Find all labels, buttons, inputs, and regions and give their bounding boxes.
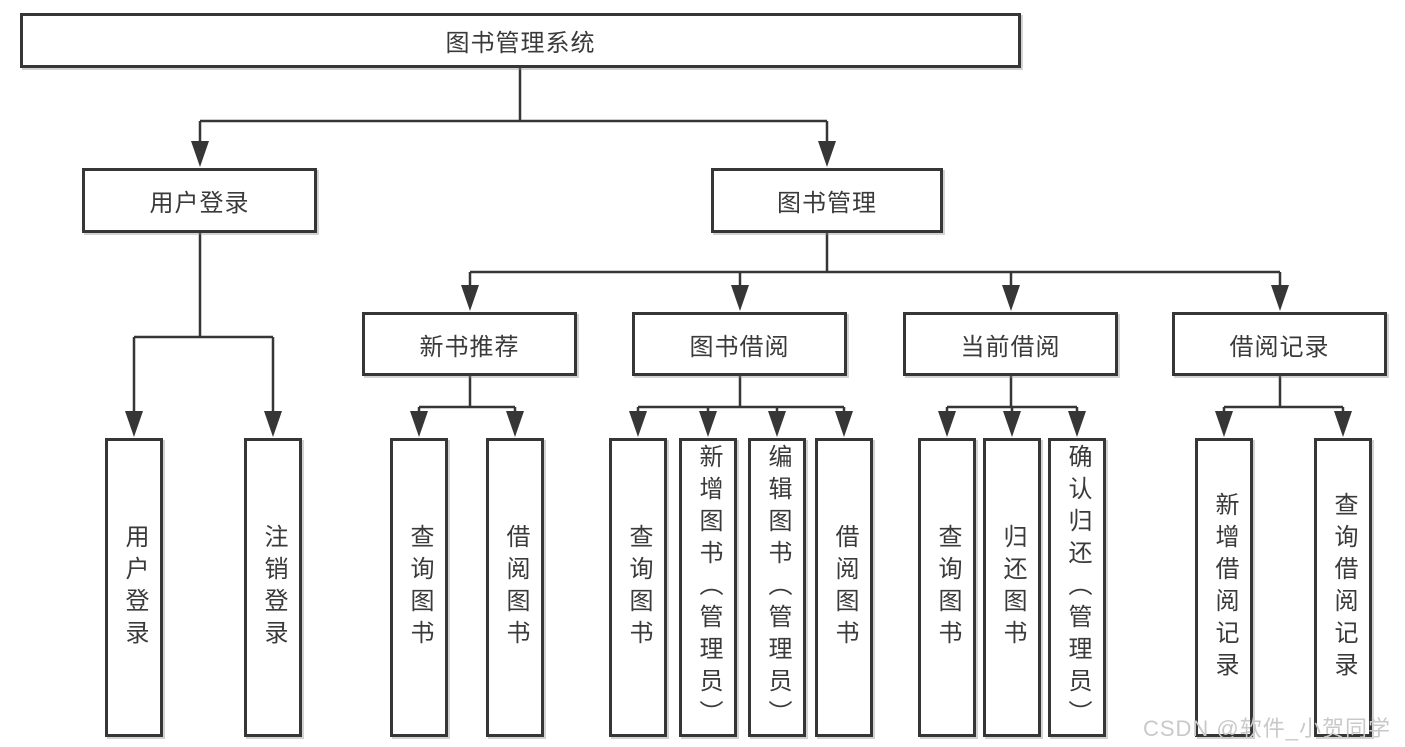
- arrowheads: [125, 141, 1352, 437]
- leaf-label: 注销登录: [260, 523, 287, 652]
- leaf-edit-books-admin: 编辑图书（管理员）: [748, 438, 806, 737]
- node-new-book-recommend: 新书推荐: [362, 312, 577, 376]
- node-current-borrow: 当前借阅: [903, 312, 1118, 376]
- leaf-label: 查询图书: [406, 523, 433, 652]
- leaf-query-books-borrow: 查询图书: [609, 438, 667, 737]
- node-label: 借阅记录: [1229, 333, 1330, 361]
- leaf-label: 归还图书: [999, 523, 1026, 652]
- node-borrow-records: 借阅记录: [1172, 312, 1387, 376]
- leaf-label: 查询图书: [934, 523, 961, 652]
- connector-new-book-recommend: [417, 376, 517, 413]
- arrow-icon: [699, 411, 717, 437]
- leaf-label: 新增图书（管理员）: [695, 443, 722, 732]
- leaf-label: 编辑图书（管理员）: [764, 443, 791, 732]
- leaf-label: 查询图书: [625, 523, 652, 652]
- node-label: 当前借阅: [960, 333, 1061, 361]
- node-library-management-system: 图书管理系统: [20, 13, 1021, 68]
- leaf-query-books-current: 查询图书: [918, 438, 976, 737]
- connector-root: [198, 68, 829, 143]
- arrow-icon: [938, 411, 956, 437]
- arrow-icon: [835, 411, 853, 437]
- leaf-label: 确认归还（管理员）: [1064, 443, 1091, 732]
- leaf-query-borrow-record: 查询借阅记录: [1314, 438, 1372, 737]
- connector-borrow-records: [1222, 376, 1345, 413]
- arrow-icon: [461, 285, 479, 311]
- leaf-query-books-recommend: 查询图书: [390, 438, 448, 737]
- leaf-return-books: 归还图书: [983, 438, 1041, 737]
- node-label: 图书管理系统: [445, 30, 596, 57]
- leaf-add-borrow-record: 新增借阅记录: [1195, 438, 1253, 737]
- leaf-logout: 注销登录: [244, 438, 302, 737]
- connector-book-borrow: [636, 376, 846, 413]
- leaf-borrow-books-recommend: 借阅图书: [486, 438, 544, 737]
- arrow-icon: [1068, 411, 1086, 437]
- arrow-icon: [818, 141, 836, 167]
- arrow-icon: [191, 141, 209, 167]
- leaf-add-books-admin: 新增图书（管理员）: [679, 438, 737, 737]
- arrow-icon: [506, 411, 524, 437]
- node-label: 新书推荐: [419, 333, 520, 361]
- node-label: 图书借阅: [689, 333, 790, 361]
- arrow-icon: [1003, 411, 1021, 437]
- arrow-icon: [125, 411, 143, 437]
- node-label: 图书管理: [777, 190, 877, 217]
- leaf-label: 借阅图书: [502, 523, 529, 652]
- node-book-management: 图书管理: [711, 168, 943, 233]
- leaf-label: 借阅图书: [831, 523, 858, 652]
- node-label: 用户登录: [149, 190, 250, 217]
- arrow-icon: [629, 411, 647, 437]
- arrow-icon: [1334, 411, 1352, 437]
- connector-current-borrow: [945, 376, 1079, 413]
- arrow-icon: [1002, 285, 1020, 311]
- leaf-user-login: 用户登录: [105, 438, 163, 737]
- node-user-login: 用户登录: [82, 168, 317, 233]
- connector-user-login: [132, 233, 275, 413]
- leaf-label: 用户登录: [121, 523, 148, 652]
- leaf-confirm-return-admin: 确认归还（管理员）: [1048, 438, 1106, 737]
- arrow-icon: [1271, 285, 1289, 311]
- arrow-icon: [264, 411, 282, 437]
- node-book-borrow: 图书借阅: [632, 312, 847, 376]
- arrow-icon: [731, 285, 749, 311]
- leaf-label: 查询借阅记录: [1330, 491, 1357, 684]
- leaf-borrow-books: 借阅图书: [815, 438, 873, 737]
- connector-book-management: [468, 233, 1282, 287]
- arrow-icon: [1215, 411, 1233, 437]
- arrow-icon: [768, 411, 786, 437]
- csdn-watermark: CSDN @软件_小贺同学: [1142, 716, 1391, 741]
- arrow-icon: [410, 411, 428, 437]
- leaf-label: 新增借阅记录: [1211, 491, 1238, 684]
